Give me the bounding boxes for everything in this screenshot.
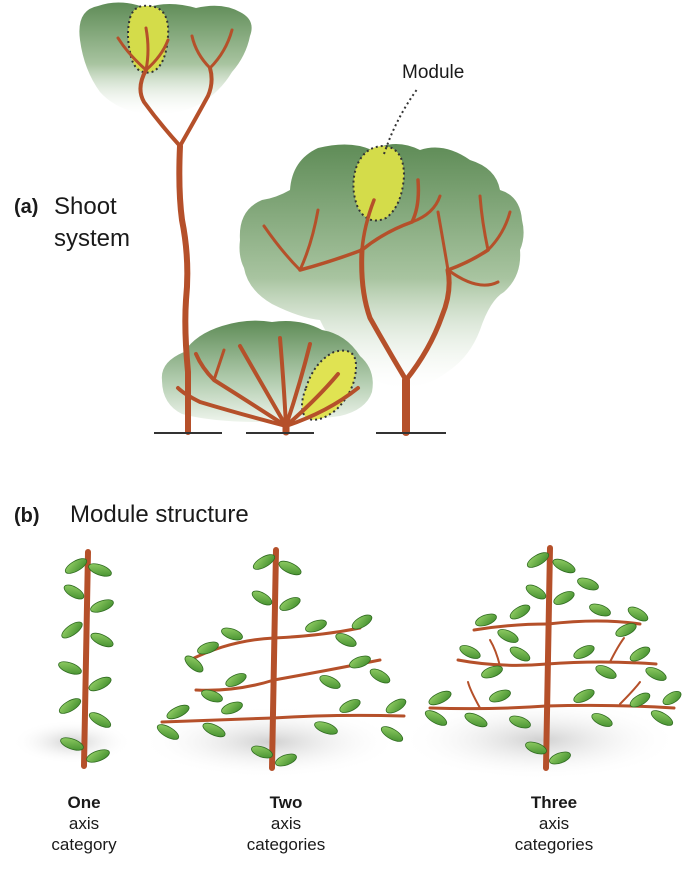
tall-tree-crown xyxy=(79,2,252,115)
module-label: Module xyxy=(402,62,465,83)
caption-plant-one: One axis category xyxy=(4,792,164,855)
module-highlight-large xyxy=(352,144,406,222)
caption-three-count: Three xyxy=(530,793,578,812)
panel-a-title-line2: system xyxy=(54,225,131,252)
caption-two-line3: categories xyxy=(246,835,326,854)
plant-one-leaves xyxy=(58,558,114,763)
short-tree-stems xyxy=(176,336,360,436)
module-leader-line xyxy=(383,87,419,155)
tall-tree-stems xyxy=(116,26,234,435)
large-tree-stems xyxy=(262,178,512,436)
plant-one-axis xyxy=(58,549,114,769)
caption-one-line3: category xyxy=(51,835,117,854)
caption-plant-three: Three axis categories xyxy=(474,792,634,855)
module-structure-panel xyxy=(12,545,682,780)
panel-a-title-line1: Shoot xyxy=(54,193,117,220)
caption-three-line3: categories xyxy=(514,835,594,854)
caption-one-count: One xyxy=(67,793,101,812)
panel-b-title: Module structure xyxy=(70,501,249,528)
caption-two-count: Two xyxy=(269,793,303,812)
caption-two-line2: axis xyxy=(270,814,302,833)
caption-one-line2: axis xyxy=(68,814,100,833)
panel-b-tag: (b) xyxy=(14,505,40,527)
caption-three-line2: axis xyxy=(538,814,570,833)
panel-a-tag: (a) xyxy=(14,196,39,218)
plant-two-axes xyxy=(156,547,407,771)
plant-two-leaves xyxy=(156,554,407,767)
plant-shadow-three xyxy=(400,700,680,780)
plant-three-leaves xyxy=(424,552,682,765)
shoot-system-panel xyxy=(79,2,524,436)
plant-three-axes xyxy=(424,545,682,771)
large-tree-crown xyxy=(239,144,524,388)
caption-plant-two: Two axis categories xyxy=(206,792,366,855)
